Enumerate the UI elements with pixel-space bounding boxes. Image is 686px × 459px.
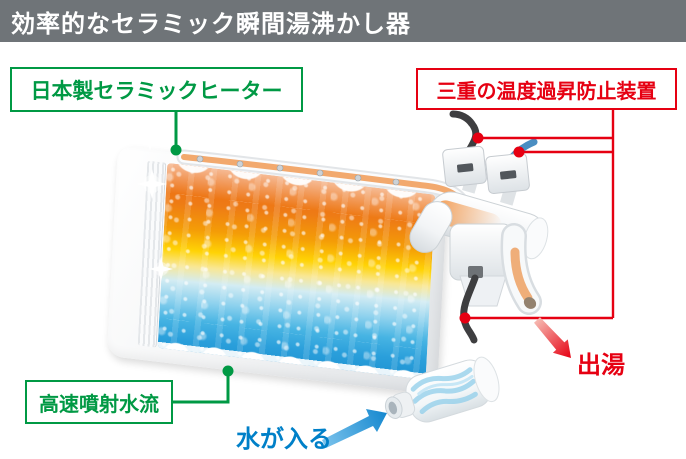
red-callout-dot <box>513 146 525 158</box>
label-jet-flow-text: 高速噴射水流 <box>39 393 159 416</box>
label-jet-flow: 高速噴射水流 <box>25 380 173 424</box>
label-overheat-protection: 三重の温度過昇防止装置 <box>416 68 677 110</box>
thermostat-sensor-left <box>442 145 487 187</box>
red-callout-lines <box>465 108 615 320</box>
blue-wire <box>504 138 538 166</box>
water-curtain-bottom <box>157 317 428 380</box>
hot-out-arrow-icon <box>534 317 571 358</box>
label-water-in: 水が入る <box>236 426 332 453</box>
water-curtain-top <box>165 162 436 225</box>
label-overheat-protection-text: 三重の温度過昇防止装置 <box>436 80 657 103</box>
header-bar: 効率的なセラミック瞬間湯沸かし器 <box>0 0 686 42</box>
thermal-water-panel <box>157 162 436 380</box>
page-title: 効率的なセラミック瞬間湯沸かし器 <box>11 10 411 38</box>
label-ceramic-heater: 日本製セラミックヒーター <box>10 67 303 112</box>
label-ceramic-heater-text: 日本製セラミックヒーター <box>30 79 283 103</box>
valve-body <box>449 223 513 281</box>
black-wire-top <box>449 110 480 156</box>
outlet-spout <box>500 223 542 315</box>
black-wire-bottom <box>460 274 479 344</box>
heater-body <box>106 145 448 396</box>
red-callout-dot <box>472 132 484 144</box>
label-hot-water-out: 出湯 <box>577 352 625 379</box>
red-callout-dot <box>459 312 471 324</box>
thermostat-sensor-right <box>485 152 530 194</box>
